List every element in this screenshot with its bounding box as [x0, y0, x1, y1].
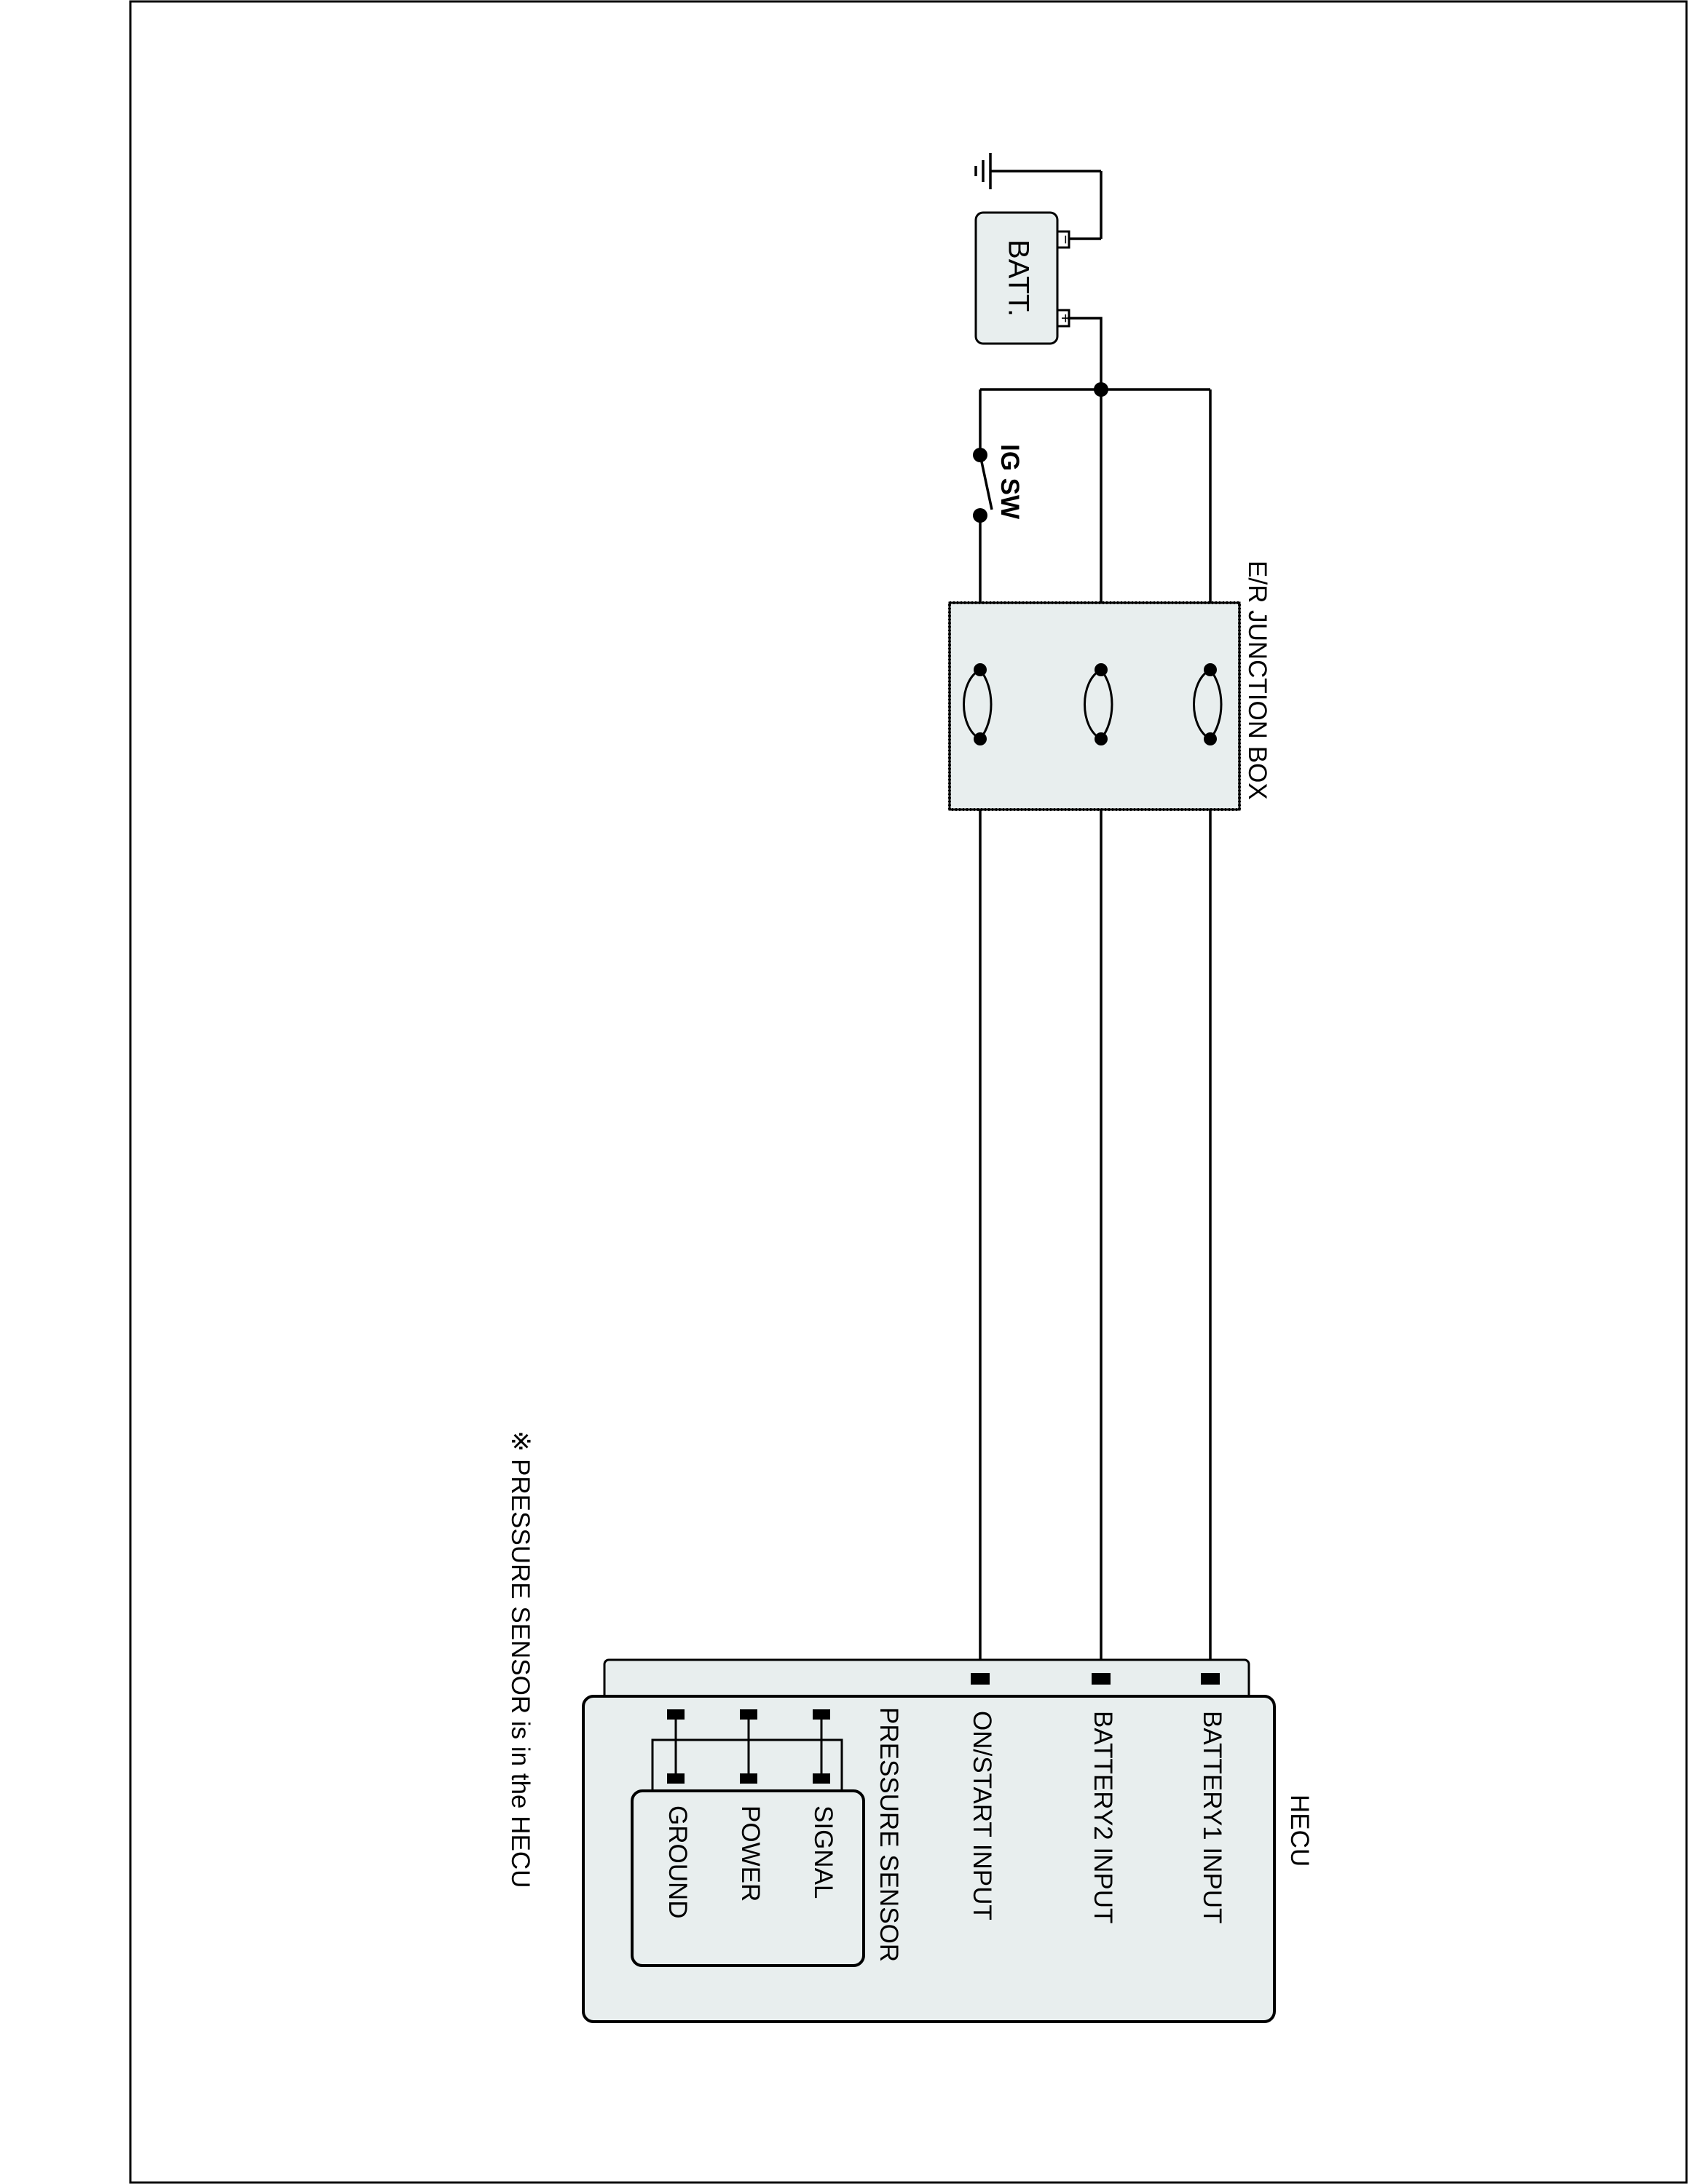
- pressure-sensor-wiring: [651, 1709, 843, 1791]
- fuse-battery2: [1084, 663, 1113, 745]
- fuse-ig: [963, 663, 993, 745]
- ig-sw-contact-top: [973, 448, 987, 462]
- hecu: HECU BATTERY1 INPUT BATTERY2 INPUT ON/ST…: [582, 1658, 1314, 2023]
- pressure-sensor-box: [631, 1789, 865, 1967]
- ig-sw-contact-bottom: [973, 508, 987, 523]
- ig-sw-label: IG SW: [995, 444, 1024, 519]
- battery-negative-symbol: −: [1057, 235, 1075, 245]
- hecu-input-battery1: BATTERY1 INPUT: [1198, 1711, 1226, 1923]
- battery-label: BATT.: [1002, 240, 1034, 317]
- battery-positive-symbol: +: [1057, 314, 1075, 323]
- pin-battery2: [1092, 1673, 1111, 1685]
- battery-body: [974, 211, 1059, 345]
- hecu-input-on-start: ON/START INPUT: [968, 1711, 996, 1920]
- sensor-pin-power: POWER: [736, 1805, 765, 1902]
- battery: − + BATT.: [974, 211, 1075, 345]
- hecu-input-battery2: BATTERY2 INPUT: [1089, 1711, 1117, 1923]
- junction-box: E/R JUNCTION BOX: [948, 561, 1271, 811]
- fuse-battery1: [1193, 663, 1223, 745]
- battery-negative-terminal: [1056, 230, 1070, 249]
- pin-on-start: [971, 1673, 990, 1685]
- pressure-sensor-title: PRESSURE SENSOR: [875, 1707, 903, 1962]
- wires: [979, 317, 1212, 1678]
- page-frame: [129, 0, 1688, 2184]
- sensor-pin-ground: GROUND: [663, 1805, 692, 1919]
- pin-battery1: [1201, 1673, 1220, 1685]
- footnote: ※ PRESSURE SENSOR is in the HECU: [506, 1431, 535, 1888]
- ground-symbol: [974, 153, 1103, 240]
- hecu-label: HECU: [1285, 1795, 1314, 1867]
- bus-junction-dot: [1094, 382, 1108, 397]
- junction-box-body: [948, 601, 1241, 811]
- sensor-pin-signal: SIGNAL: [809, 1805, 837, 1899]
- hecu-connector: [603, 1658, 1250, 1702]
- junction-box-label: E/R JUNCTION BOX: [1243, 561, 1271, 800]
- ignition-switch: IG SW: [973, 444, 1024, 523]
